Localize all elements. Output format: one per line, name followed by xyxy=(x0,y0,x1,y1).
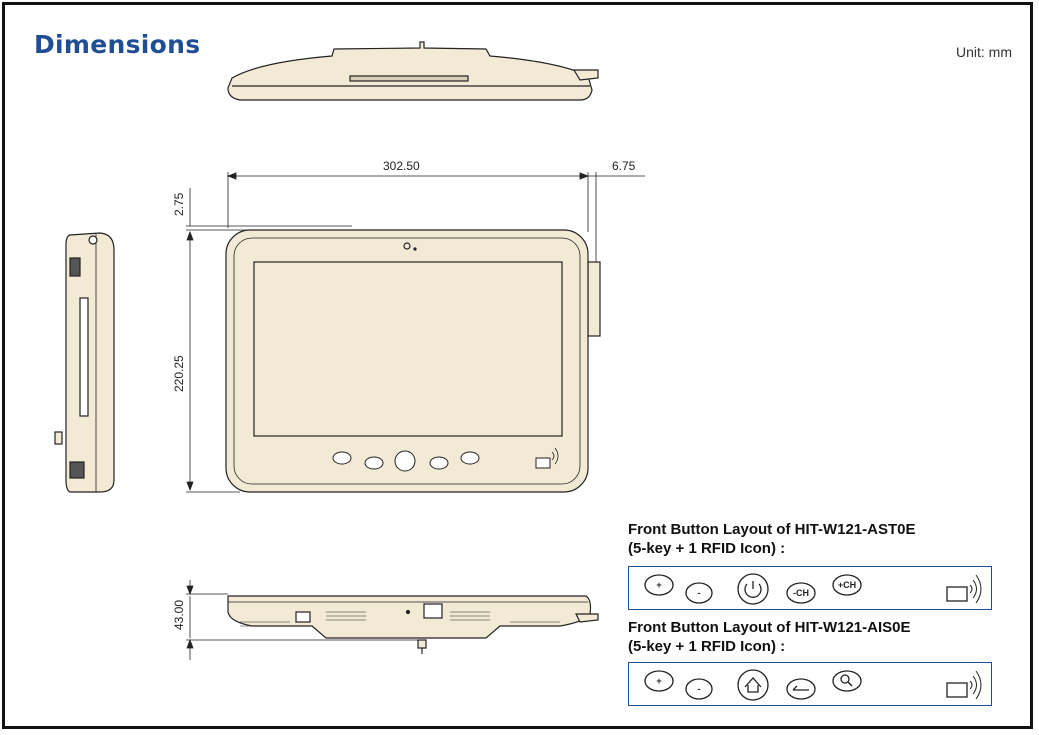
layout2-keys: + - xyxy=(629,663,993,707)
front-view xyxy=(226,230,600,492)
width-value: 302.50 xyxy=(383,159,420,173)
rfid-icon xyxy=(947,587,967,601)
home-key-icon xyxy=(738,670,768,700)
layout1-box: + - -CH +CH xyxy=(628,566,992,610)
rfid-icon xyxy=(947,683,967,697)
top-view xyxy=(228,42,598,100)
svg-text:+: + xyxy=(656,580,661,590)
layout1-title: Front Button Layout of HIT-W121-AST0E (5… xyxy=(628,520,915,558)
layout2-title-line1: Front Button Layout of HIT-W121-AIS0E xyxy=(628,618,911,637)
svg-text:+: + xyxy=(656,676,661,686)
bottom-view xyxy=(228,596,598,654)
svg-text:+CH: +CH xyxy=(838,580,856,590)
back-key-icon xyxy=(787,679,815,699)
search-key-icon xyxy=(833,671,861,691)
depth-value: 43.00 xyxy=(172,600,186,630)
layout1-keys: + - -CH +CH xyxy=(629,567,993,611)
layout1-title-line1: Front Button Layout of HIT-W121-AST0E xyxy=(628,520,915,539)
side-offset-value: 6.75 xyxy=(612,159,636,173)
side-view xyxy=(55,233,114,492)
top-offset-value: 2.75 xyxy=(172,192,186,216)
svg-text:-: - xyxy=(698,684,701,694)
layout1-title-line2: (5-key + 1 RFID Icon) : xyxy=(628,539,915,558)
svg-text:-: - xyxy=(698,588,701,598)
height-value: 220.25 xyxy=(172,355,186,392)
svg-text:-CH: -CH xyxy=(793,588,809,598)
layout2-box: + - xyxy=(628,662,992,706)
layout2-title: Front Button Layout of HIT-W121-AIS0E (5… xyxy=(628,618,911,656)
layout2-title-line2: (5-key + 1 RFID Icon) : xyxy=(628,637,911,656)
